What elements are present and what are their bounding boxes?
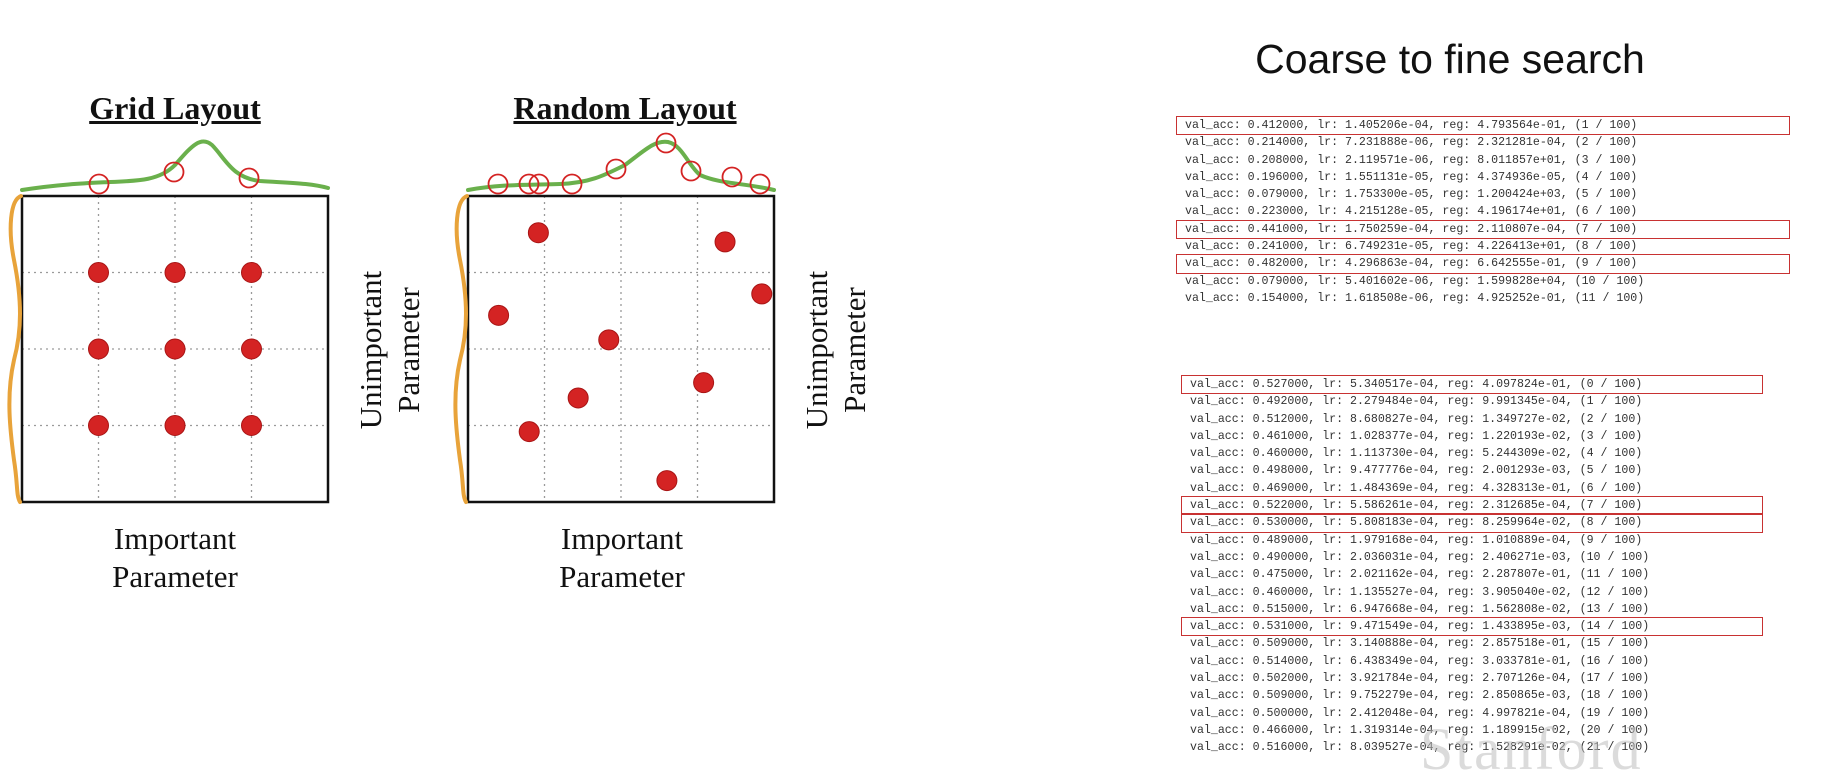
- sample-projection-marker: [163, 161, 185, 183]
- fine-run: val_acc: 0.498000, lr: 9.477776e-04, reg…: [1190, 464, 1643, 478]
- fine-run: val_acc: 0.492000, lr: 2.279484e-04, reg…: [1190, 395, 1643, 409]
- sample-point: [164, 338, 186, 360]
- fine-run: val_acc: 0.460000, lr: 1.113730e-04, reg…: [1190, 447, 1643, 461]
- fine-run: val_acc: 0.516000, lr: 8.039527e-04, reg…: [1190, 741, 1650, 755]
- fine-run: val_acc: 0.514000, lr: 6.438349e-04, reg…: [1190, 654, 1650, 668]
- fine-run: val_acc: 0.500000, lr: 2.412048e-04, reg…: [1190, 706, 1650, 720]
- coarse-run: val_acc: 0.196000, lr: 1.551131e-05, reg…: [1185, 170, 1638, 184]
- sample-projection-marker: [561, 173, 583, 195]
- random-y-label-line1: Unimportant: [799, 270, 834, 430]
- coarse-run-highlighted: val_acc: 0.482000, lr: 4.296863e-04, reg…: [1176, 254, 1790, 274]
- coarse-run-highlighted: val_acc: 0.412000, lr: 1.405206e-04, reg…: [1176, 115, 1790, 136]
- fine-run-highlighted: val_acc: 0.530000, lr: 5.808183e-04, reg…: [1181, 513, 1763, 533]
- fine-run: val_acc: 0.466000, lr: 1.319314e-04, reg…: [1190, 723, 1650, 737]
- layout-diagrams: [7, 132, 776, 504]
- sample-point: [656, 470, 678, 492]
- fine-run: val_acc: 0.490000, lr: 2.036031e-04, reg…: [1190, 550, 1650, 564]
- unimportant-parameter-curve: [453, 194, 469, 504]
- sample-point: [567, 387, 589, 409]
- sample-projection-marker: [655, 132, 677, 154]
- unimportant-parameter-curve: [7, 194, 23, 504]
- sample-point: [527, 222, 549, 244]
- sample-point: [488, 304, 510, 326]
- sample-point: [714, 231, 736, 253]
- sample-projection-marker: [749, 173, 771, 195]
- grid-x-label-line1: Important: [113, 521, 237, 556]
- fine-search-log: val_acc: 0.527000, lr: 5.340517e-04, reg…: [1181, 374, 1763, 757]
- grid-x-label-line2: Parameter: [112, 559, 238, 594]
- important-parameter-curve: [466, 139, 776, 192]
- sample-point: [598, 329, 620, 351]
- coarse-run: val_acc: 0.208000, lr: 2.119571e-06, reg…: [1185, 153, 1638, 167]
- sample-projection-marker: [487, 173, 509, 195]
- fine-run: val_acc: 0.460000, lr: 1.135527e-04, reg…: [1190, 585, 1650, 599]
- fine-run: val_acc: 0.461000, lr: 1.028377e-04, reg…: [1190, 429, 1643, 443]
- random-y-axis-label: Unimportant Parameter: [798, 250, 878, 450]
- sample-point: [751, 283, 773, 305]
- coarse-run: val_acc: 0.154000, lr: 1.618508e-06, reg…: [1185, 291, 1645, 305]
- sample-projection-marker: [88, 173, 110, 195]
- sample-projection-marker: [528, 173, 550, 195]
- fine-run: val_acc: 0.512000, lr: 8.680827e-04, reg…: [1190, 412, 1643, 426]
- random-layout-title: Random Layout: [513, 90, 737, 126]
- random-x-label-line1: Important: [560, 521, 684, 556]
- fine-run: val_acc: 0.489000, lr: 1.979168e-04, reg…: [1190, 533, 1643, 547]
- sample-point: [241, 415, 262, 436]
- sample-projection-marker: [721, 166, 743, 188]
- random-x-axis-label: Important Parameter: [522, 520, 722, 596]
- sample-point: [164, 415, 186, 436]
- random-layout-plot: [453, 132, 776, 504]
- fine-run: val_acc: 0.502000, lr: 3.921784e-04, reg…: [1190, 672, 1650, 686]
- coarse-run: val_acc: 0.223000, lr: 4.215128e-05, reg…: [1185, 205, 1638, 219]
- sample-projection-marker: [605, 158, 627, 180]
- grid-layout-plot: [7, 139, 330, 504]
- sample-projection-marker: [680, 160, 702, 182]
- grid-y-label-line1: Unimportant: [353, 270, 388, 430]
- sample-point: [241, 338, 262, 360]
- fine-run-highlighted: val_acc: 0.531000, lr: 9.471549e-04, reg…: [1181, 617, 1763, 637]
- fine-run-highlighted: val_acc: 0.522000, lr: 5.586261e-04, reg…: [1181, 496, 1763, 516]
- fine-run: val_acc: 0.509000, lr: 3.140888e-04, reg…: [1190, 637, 1650, 651]
- coarse-search-log: val_acc: 0.412000, lr: 1.405206e-04, reg…: [1176, 115, 1790, 307]
- coarse-run: val_acc: 0.079000, lr: 1.753300e-05, reg…: [1185, 188, 1638, 202]
- coarse-run: val_acc: 0.079000, lr: 5.401602e-06, reg…: [1185, 274, 1645, 288]
- sample-point: [241, 262, 262, 283]
- random-x-label-line2: Parameter: [559, 559, 685, 594]
- grid-x-axis-label: Important Parameter: [75, 520, 275, 596]
- grid-layout-title: Grid Layout: [89, 90, 261, 126]
- grid-y-axis-label: Unimportant Parameter: [352, 250, 432, 450]
- watermark-text: Stanford: [1420, 716, 1643, 782]
- sample-projection-marker: [238, 167, 260, 189]
- grid-y-label-line2: Parameter: [391, 287, 426, 413]
- fine-run: val_acc: 0.469000, lr: 1.484369e-04, reg…: [1190, 481, 1643, 495]
- sample-point: [88, 262, 109, 283]
- plot-frame: [20, 194, 330, 504]
- coarse-run: val_acc: 0.241000, lr: 6.749231e-05, reg…: [1185, 240, 1638, 254]
- coarse-to-fine-title: Coarse to fine search: [1255, 36, 1645, 82]
- fine-run: val_acc: 0.515000, lr: 6.947668e-04, reg…: [1190, 602, 1650, 616]
- sample-point: [693, 372, 715, 394]
- fine-run: val_acc: 0.475000, lr: 2.021162e-04, reg…: [1190, 568, 1650, 582]
- plot-frame: [466, 194, 776, 504]
- sample-point: [164, 262, 186, 283]
- fine-run: val_acc: 0.509000, lr: 9.752279e-04, reg…: [1190, 689, 1650, 703]
- important-parameter-curve: [20, 139, 330, 192]
- sample-point: [518, 421, 540, 443]
- sample-point: [88, 415, 109, 436]
- sample-projection-marker: [518, 173, 540, 195]
- sample-point: [88, 338, 109, 360]
- coarse-run: val_acc: 0.214000, lr: 7.231888e-06, reg…: [1185, 136, 1638, 150]
- fine-run-highlighted: val_acc: 0.527000, lr: 5.340517e-04, reg…: [1181, 374, 1763, 395]
- random-y-label-line2: Parameter: [837, 287, 872, 413]
- coarse-run-highlighted: val_acc: 0.441000, lr: 1.750259e-04, reg…: [1176, 219, 1790, 240]
